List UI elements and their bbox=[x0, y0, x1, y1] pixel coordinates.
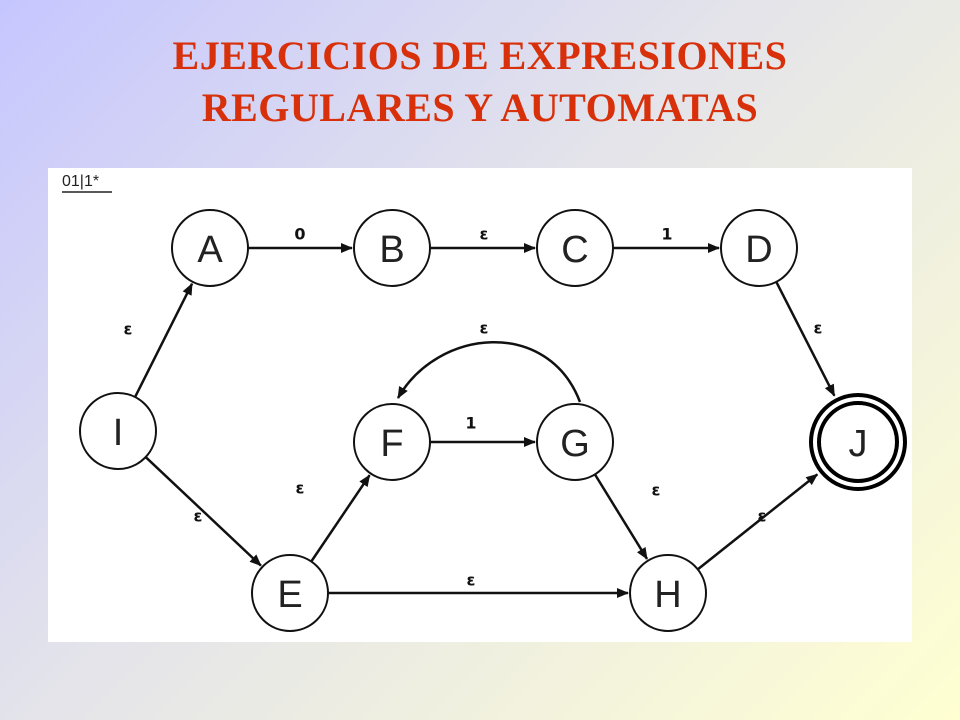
state-circle bbox=[536, 209, 614, 287]
state-label: G bbox=[560, 423, 590, 465]
nodes-layer: A B C D I F G J E H bbox=[79, 209, 907, 632]
edge-label-e-f: ε bbox=[296, 479, 305, 498]
state-b: B bbox=[353, 209, 431, 287]
edge-label-g-h: ε bbox=[652, 481, 661, 500]
edge-label-e-h: ε bbox=[467, 571, 476, 590]
state-label: F bbox=[380, 423, 403, 465]
edge-d-j bbox=[775, 281, 836, 397]
state-j: J bbox=[809, 393, 907, 491]
state-circle bbox=[171, 209, 249, 287]
state-label: I bbox=[113, 412, 124, 454]
state-c: C bbox=[536, 209, 614, 287]
state-circle bbox=[251, 554, 329, 632]
automaton-diagram: 01|1* ε 0 ε 1 ε ε ε 1 ε ε ε ε A B C D I F G J E H bbox=[48, 168, 912, 642]
state-circle bbox=[79, 392, 157, 470]
state-label: D bbox=[745, 229, 772, 271]
state-h: H bbox=[629, 554, 707, 632]
state-circle bbox=[353, 403, 431, 481]
regex-label: 01|1* bbox=[62, 173, 99, 190]
state-circle bbox=[536, 403, 614, 481]
state-circle bbox=[353, 209, 431, 287]
edge-i-e bbox=[144, 456, 262, 567]
nfa-svg: 01|1* ε 0 ε 1 ε ε ε 1 ε ε ε ε A B C D I F G J E H bbox=[62, 173, 907, 632]
title-line-1: EJERCICIOS DE EXPRESIONES bbox=[172, 33, 788, 78]
state-e: E bbox=[251, 554, 329, 632]
state-label: J bbox=[849, 423, 868, 465]
state-a: A bbox=[171, 209, 249, 287]
title-line-2: REGULARES Y AUTOMATAS bbox=[201, 85, 759, 130]
state-label: B bbox=[379, 229, 404, 271]
state-label: E bbox=[277, 574, 302, 616]
edge-g-h bbox=[593, 473, 649, 560]
edge-i-a bbox=[133, 282, 194, 398]
edge-label-i-e: ε bbox=[194, 507, 203, 526]
edge-h-j bbox=[696, 473, 819, 571]
accept-outer-ring bbox=[809, 393, 907, 491]
edge-label-g-f: ε bbox=[480, 319, 489, 338]
edge-g-f bbox=[396, 341, 582, 403]
edge-e-f bbox=[310, 474, 371, 563]
edge-label-h-j: ε bbox=[758, 507, 767, 526]
state-circle bbox=[720, 209, 798, 287]
state-label: A bbox=[197, 229, 223, 271]
edge-label-f-g: 1 bbox=[465, 414, 476, 433]
edge-label-b-c: ε bbox=[480, 225, 489, 244]
edge-label-i-a: ε bbox=[124, 320, 133, 339]
accept-inner-ring bbox=[817, 401, 899, 483]
state-f: F bbox=[353, 403, 431, 481]
edges-layer: ε 0 ε 1 ε ε ε 1 ε ε ε ε bbox=[124, 225, 836, 598]
state-circle bbox=[629, 554, 707, 632]
state-label: H bbox=[654, 574, 681, 616]
state-i: I bbox=[79, 392, 157, 470]
edge-label-a-b: 0 bbox=[294, 225, 305, 244]
state-d: D bbox=[720, 209, 798, 287]
state-g: G bbox=[536, 403, 614, 481]
edge-label-d-j: ε bbox=[814, 319, 823, 338]
state-label: C bbox=[561, 229, 588, 271]
slide-title: EJERCICIOS DE EXPRESIONES REGULARES Y AU… bbox=[0, 30, 960, 134]
edge-label-c-d: 1 bbox=[661, 225, 672, 244]
